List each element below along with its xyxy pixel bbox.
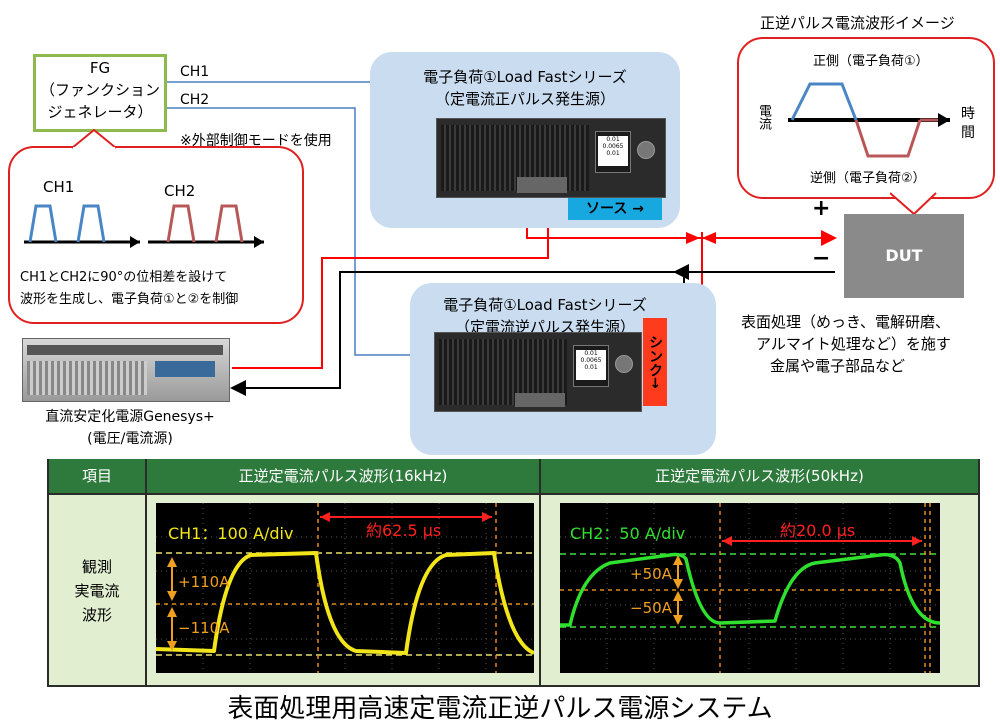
dut-desc-line1: 表面処理（めっき、電解研磨、 — [741, 313, 950, 331]
scope2-scale-label: CH2：50 A/div — [570, 524, 686, 543]
phase-waveforms — [24, 204, 264, 248]
fg-line2: （ファンクション — [39, 81, 160, 99]
phase-box-notch — [71, 128, 117, 150]
table-header-50khz: 正逆定電流パルス波形(50kHz) — [541, 459, 978, 493]
scope2-lower-label: −50A — [630, 599, 672, 617]
ch2-wire-label: CH2 — [180, 92, 210, 108]
genesys-label-1: 直流安定化電源Genesys+ — [45, 409, 215, 425]
time-axis-label-1: 時 — [961, 106, 975, 122]
source-load-knob — [637, 141, 655, 159]
phase-ch2-label: CH2 — [164, 182, 196, 200]
fg-line1: FG — [89, 59, 111, 77]
table-header-item: 項目 — [49, 459, 145, 493]
phase-desc-line1: CH1とCH2に90°の位相差を設けて — [20, 270, 228, 285]
sink-load-knob — [615, 355, 633, 373]
dut-plus: + — [812, 196, 831, 221]
genesys-label-2: (電圧/電流源) — [87, 431, 173, 447]
function-generator-box: FG （ファンクション ジェネレータ） — [33, 54, 167, 132]
row-label-1: 観測 — [81, 558, 112, 576]
ch1-wire-label: CH1 — [180, 64, 210, 80]
dut-minus: − — [812, 246, 831, 271]
waveform-concept-notch — [890, 192, 937, 216]
source-load-subtitle: （定電流正パルス発生源） — [434, 90, 615, 108]
scope-16khz: CH1：100 A/div 約62.5 μs +110A −110A — [156, 503, 534, 673]
table-row-label-cell: 観測 実電流 波形 — [49, 495, 145, 685]
positive-side-label: 正側（電子負荷①） — [813, 54, 929, 69]
negative-side-label: 逆側（電子負荷②） — [810, 171, 926, 186]
scope2-period-label: 約20.0 μs — [780, 521, 856, 540]
scope2-trace — [560, 503, 940, 673]
fg-line3: ジェネレータ） — [47, 103, 153, 121]
waveform-concept-title: 正逆パルス電流波形イメージ — [760, 14, 955, 32]
scope-50khz: CH2：50 A/div 約20.0 μs +50A −50A — [560, 503, 940, 673]
phase-desc-line2: 波形を生成し、電子負荷①と②を制御 — [20, 292, 239, 307]
external-control-note: ※外部制御モードを使用 — [180, 133, 332, 149]
sink-load-title: 電子負荷①Load Fastシリーズ — [443, 296, 647, 314]
phase-explanation-box — [8, 146, 304, 324]
scope2-upper-label: +50A — [630, 565, 672, 583]
sink-load-subtitle: （定電流逆パルス発生源） — [454, 318, 635, 336]
dut-desc-line2: アルマイト処理など）を施す — [756, 335, 951, 353]
table-header-16khz: 正逆定電流パルス波形(16kHz) — [147, 459, 539, 493]
dut-box: DUT — [844, 214, 964, 298]
genesys-power-supply — [22, 338, 230, 402]
pulse-concept-graph — [788, 82, 950, 158]
row-label-3: 波形 — [81, 606, 112, 624]
sink-tag: シンク→ — [643, 318, 667, 406]
scope1-trace — [156, 503, 534, 673]
scope1-upper-label: +110A — [178, 573, 230, 591]
source-tag: ソース → — [568, 198, 662, 220]
page-title: 表面処理用高速定電流正逆パルス電源システム — [227, 694, 773, 724]
scope1-lower-label: −110A — [178, 619, 230, 637]
scope1-scale-label: CH1：100 A/div — [168, 524, 294, 543]
time-axis-label-2: 間 — [961, 125, 975, 141]
scope1-period-label: 約62.5 μs — [366, 521, 442, 540]
source-load-title: 電子負荷①Load Fastシリーズ — [423, 68, 627, 86]
dut-desc-line3: 金属や電子部品など — [770, 357, 906, 375]
current-axis-label: 電流 — [756, 104, 771, 130]
row-label-2: 実電流 — [74, 582, 120, 600]
phase-ch1-label: CH1 — [43, 178, 75, 196]
